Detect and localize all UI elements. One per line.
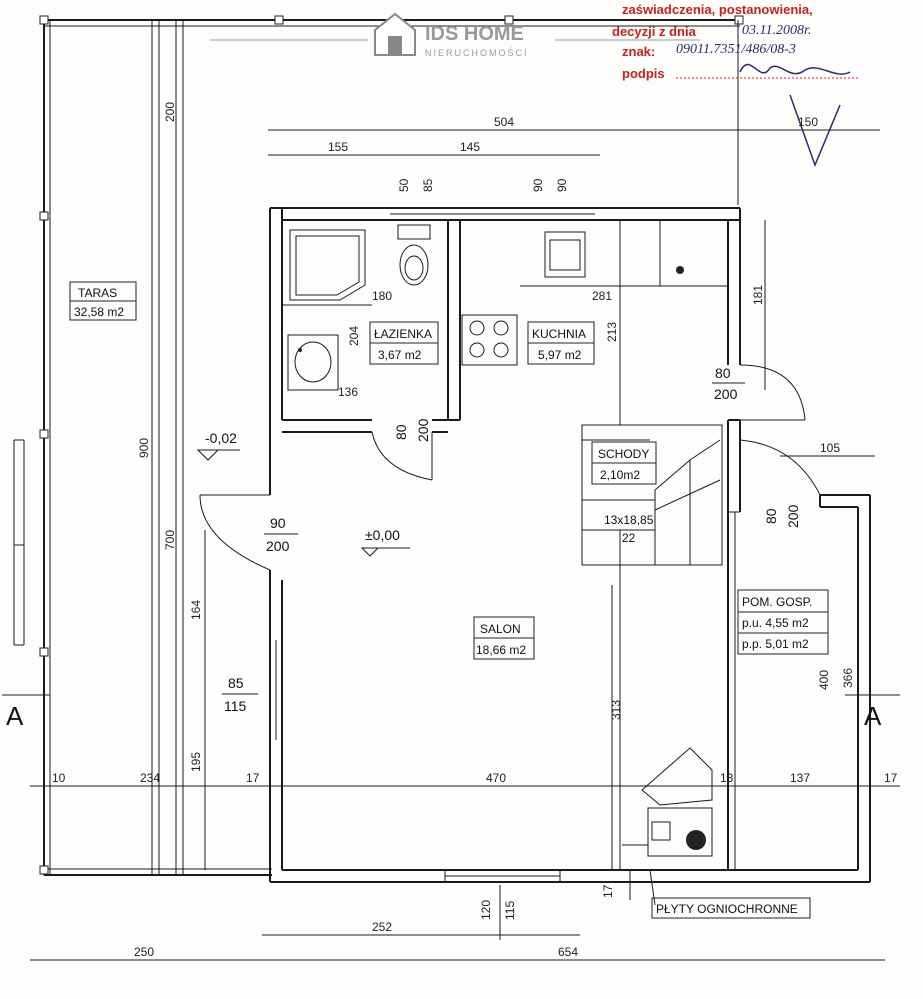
stamp-signature-label: podpis: [622, 66, 665, 81]
stairs-steps: 13x18,85: [604, 513, 654, 527]
dim-top-85: 85: [421, 178, 435, 192]
level-markers: [196, 449, 410, 557]
dim-bath-180: 180: [372, 289, 392, 303]
room-kuchnia: KUCHNIA 5,97 m2: [527, 321, 595, 365]
fire-boards-note: PŁYTY OGNIOCHRONNE: [656, 902, 798, 916]
dim-top-145: 145: [460, 140, 480, 154]
section-mark-right: A: [864, 701, 882, 731]
dim-right-181: 181: [751, 285, 765, 305]
room-schody: SCHODY 2,10m2 13x18,85 22: [591, 441, 657, 545]
house-walls: [269, 207, 871, 883]
dim-window-85: 85: [228, 675, 244, 691]
dim-top-150: 150: [798, 115, 818, 129]
dim-bath-136: 136: [338, 385, 358, 399]
house-icon: [374, 12, 416, 56]
dim-row-10: 10: [52, 771, 66, 785]
dim-row-234: 234: [140, 771, 160, 785]
dim-row-470: 470: [486, 771, 506, 785]
dim-bottom-654: 654: [558, 945, 578, 959]
dim-bottom-120: 120: [479, 900, 493, 920]
dim-door-gosp-80: 80: [763, 508, 779, 524]
stamp-sign-value: 09011.7351/486/08-3: [676, 42, 796, 57]
level-outside: -0,02: [205, 430, 237, 446]
dim-bath-204: 204: [347, 326, 361, 346]
room-pom-gosp-name: POM. GOSP.: [742, 595, 812, 609]
stamp-decision-label: decyzji z dnia: [612, 24, 697, 39]
brand-subtitle: NIERUCHOMOŚCI: [425, 47, 529, 58]
level-inside: ±0,00: [365, 527, 400, 543]
room-pom-gosp-pp: p.p. 5,01 m2: [742, 637, 809, 651]
room-lazienka-area: 3,67 m2: [378, 348, 422, 362]
kitchen-fixtures: [461, 231, 684, 366]
room-taras-area: 32,58 m2: [74, 305, 124, 319]
stove: [622, 747, 713, 857]
room-schody-name: SCHODY: [598, 447, 649, 461]
dim-top-50: 50: [397, 178, 411, 192]
dim-door-entry-80: 80: [715, 365, 731, 381]
dim-left-200: 200: [163, 102, 177, 122]
dim-row-17b: 17: [884, 771, 898, 785]
room-pom-gosp-pu: p.u. 4,55 m2: [742, 616, 809, 630]
approval-stamp: zaświadczenia, postanowienia, decyzji z …: [612, 2, 860, 168]
room-pom-gosp: POM. GOSP. p.u. 4,55 m2 p.p. 5,01 m2: [737, 589, 829, 655]
room-salon-name: SALON: [480, 622, 521, 636]
room-taras: TARAS 32,58 m2: [69, 281, 137, 321]
dim-door-entry-200: 200: [714, 386, 738, 402]
stamp-sign-label: znak:: [622, 44, 655, 59]
dim-left-164: 164: [189, 600, 203, 620]
bathroom-fixtures: [287, 224, 431, 391]
dim-bottom-115: 115: [503, 901, 517, 920]
dim-window-115: 115: [224, 698, 247, 714]
stamp-decision-date: 03.11.2008r.: [742, 23, 811, 38]
dim-bottom-250: 250: [134, 945, 154, 959]
room-taras-name: TARAS: [78, 286, 117, 300]
note-leader: [649, 869, 656, 906]
dim-kitchen-281: 281: [592, 289, 612, 303]
dimension-lines: [2, 129, 900, 961]
dim-left-900: 900: [137, 438, 151, 458]
dim-gosp-400: 400: [817, 670, 831, 690]
dim-door-gosp-200: 200: [785, 504, 801, 528]
stairs-depth: 22: [622, 531, 636, 545]
dim-left-700: 700: [163, 530, 177, 550]
dim-top-90a: 90: [531, 178, 545, 192]
dim-kitchen-213: 213: [605, 322, 619, 342]
room-lazienka-name: ŁAZIENKA: [374, 327, 432, 341]
signature-icon: [739, 63, 851, 168]
room-kuchnia-area: 5,97 m2: [538, 348, 582, 362]
dim-door-bath-80: 80: [393, 424, 409, 440]
brand-logo: IDS HOME NIERUCHOMOŚCI: [210, 12, 700, 58]
dim-row-13: 13: [720, 771, 734, 785]
dim-row-137: 137: [790, 771, 810, 785]
dim-top-155: 155: [328, 140, 348, 154]
dim-door-main-90: 90: [270, 515, 286, 531]
dim-row-17a: 17: [246, 771, 260, 785]
room-schody-area: 2,10m2: [600, 468, 640, 482]
dim-gosp-105: 105: [820, 441, 840, 455]
brand-name: IDS HOME: [425, 23, 524, 45]
dim-salon-313: 313: [609, 700, 623, 720]
dim-door-main-200: 200: [266, 538, 290, 554]
room-salon: SALON 18,66 m2: [473, 616, 535, 660]
dim-bottom-252: 252: [372, 920, 392, 934]
room-lazienka: ŁAZIENKA 3,67 m2: [369, 321, 439, 365]
section-mark-left: A: [6, 701, 24, 731]
stairs: [581, 424, 723, 870]
dim-top-504: 504: [494, 115, 514, 129]
room-kuchnia-name: KUCHNIA: [532, 327, 586, 341]
room-salon-area: 18,66 m2: [476, 643, 526, 657]
stamp-line1: zaświadczenia, postanowienia,: [622, 2, 813, 17]
dim-gosp-366: 366: [841, 668, 855, 688]
dim-top-90b: 90: [555, 178, 569, 192]
dim-left-195: 195: [189, 752, 203, 772]
dim-bottom-17: 17: [601, 884, 615, 898]
dim-door-bath-200: 200: [415, 418, 431, 442]
